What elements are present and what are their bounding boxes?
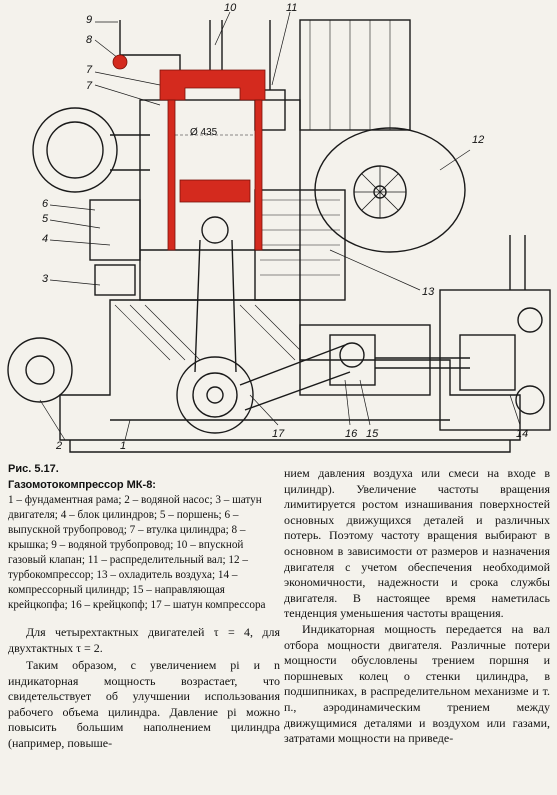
cylinder-cover	[159, 69, 266, 101]
part-number-14: 14	[516, 428, 529, 440]
cylinder-liner-right	[254, 99, 263, 251]
part-number-13: 13	[422, 286, 435, 298]
body-paragraph: нием давления воздуха или смеси на входе…	[284, 466, 550, 621]
figure-caption-title: Рис. 5.17.	[8, 463, 59, 475]
body-paragraph: Индикаторная мощность передается на вал …	[284, 621, 550, 746]
part-number-9: 9	[86, 14, 93, 26]
part-number-15: 15	[366, 428, 379, 440]
foundation-frame	[59, 299, 521, 441]
crosshead-guide	[299, 324, 431, 396]
water-pump	[7, 337, 73, 403]
figure-legend: 1 – фундаментная рама; 2 – водяной насос…	[8, 494, 266, 611]
part-number-10: 10	[224, 2, 237, 14]
part-number-1: 1	[120, 440, 127, 452]
crankshaft	[176, 356, 254, 434]
part-number-12: 12	[472, 134, 485, 146]
part-number-8: 8	[86, 34, 93, 46]
part-number-6: 6	[42, 198, 49, 210]
compressor-cylinder	[439, 289, 551, 431]
figure-caption-subtitle: Газомотокомпрессор МК-8:	[8, 478, 156, 491]
technical-drawing: Ø 435 9 8 10 11 7 7 12 6 5 4 3 13 2 1 17…	[7, 2, 551, 453]
gas-inlet-valve	[209, 20, 223, 70]
part-number-7b: 7	[86, 80, 93, 92]
part-number-16: 16	[345, 428, 358, 440]
part-number-11: 11	[286, 2, 298, 14]
body-paragraph: Таким образом, с увеличением pi и n инди…	[8, 658, 280, 750]
part-number-7: 7	[86, 64, 93, 76]
body-paragraph: Для четырехтактных двигателей τ = 4, для…	[8, 625, 280, 655]
part-number-4: 4	[42, 233, 49, 245]
left-column: Рис. 5.17. Газомотокомпрессор МК-8: 1 – …	[8, 462, 280, 751]
water-pipe-valve	[112, 54, 128, 70]
right-column: нием давления воздуха или смеси на входе…	[284, 466, 550, 747]
piston	[179, 179, 251, 203]
part-number-2: 2	[56, 440, 63, 452]
part-number-17: 17	[272, 428, 285, 440]
part-number-3: 3	[42, 273, 49, 285]
gas-motor-compressor-drawing	[7, 11, 551, 453]
part-number-5: 5	[42, 213, 49, 225]
crosshead	[329, 334, 376, 386]
engine-connecting-rod	[194, 239, 237, 373]
exhaust-pipe	[32, 107, 118, 193]
water-pipe	[119, 20, 181, 70]
compressor-connecting-rod	[239, 344, 351, 411]
bore-diameter-label: Ø 435	[190, 127, 218, 138]
cylinder-liner-left	[167, 99, 176, 251]
